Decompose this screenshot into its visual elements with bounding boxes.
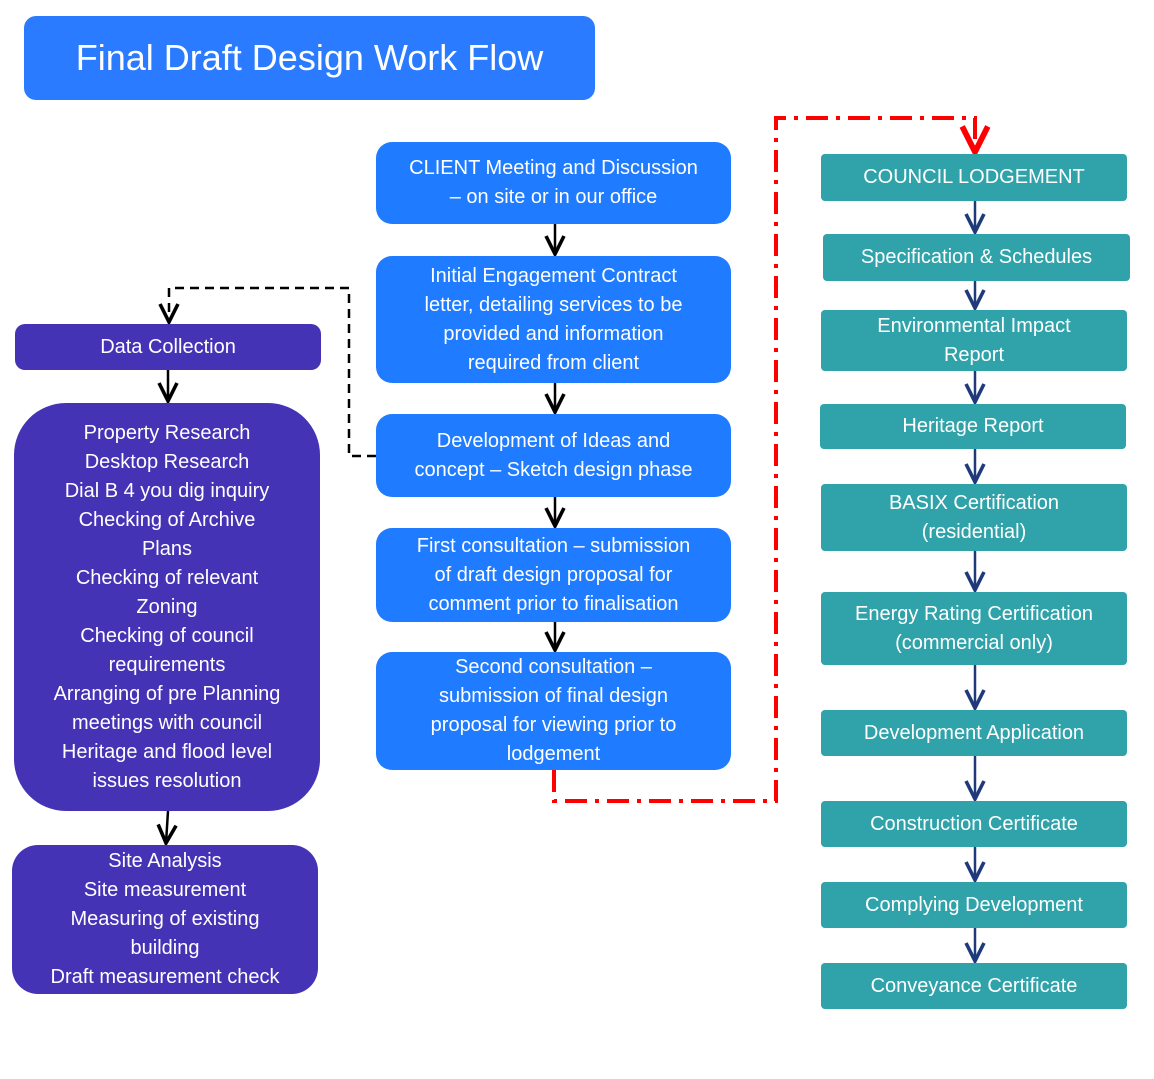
diagram-title: Final Draft Design Work Flow	[24, 16, 595, 100]
left-arrows	[166, 370, 168, 843]
left-step-research-list: Property Research Desktop Research Dial …	[14, 403, 320, 811]
center-step-engagement-contract: Initial Engagement Contract letter, deta…	[376, 256, 731, 383]
right-step-specification-schedules: Specification & Schedules	[823, 234, 1130, 281]
right-step-council-lodgement: COUNCIL LODGEMENT	[821, 154, 1127, 201]
center-step-first-consultation: First consultation – submission of draft…	[376, 528, 731, 622]
center-step-second-consultation: Second consultation – submission of fina…	[376, 652, 731, 770]
diagram-title-text: Final Draft Design Work Flow	[75, 37, 544, 78]
arrow-left-2	[166, 810, 168, 843]
right-step-development-application: Development Application	[821, 710, 1127, 756]
right-step-heritage-report: Heritage Report	[820, 404, 1126, 449]
left-step-site-analysis: Site Analysis Site measurement Measuring…	[12, 845, 318, 994]
right-step-construction-certificate: Construction Certificate	[821, 801, 1127, 847]
left-step-data-collection: Data Collection	[15, 324, 321, 370]
right-step-energy-rating-certification: Energy Rating Certification (commercial …	[821, 592, 1127, 665]
right-step-conveyance-certificate: Conveyance Certificate	[821, 963, 1127, 1009]
right-step-complying-development: Complying Development	[821, 882, 1127, 928]
right-step-basix-certification: BASIX Certification (residential)	[821, 484, 1127, 551]
center-step-development-of-ideas: Development of Ideas and concept – Sketc…	[376, 414, 731, 497]
red-connector-to-council-lodgement	[552, 116, 975, 803]
dashed-connector-to-data-collection	[169, 286, 376, 458]
center-step-client-meeting: CLIENT Meeting and Discussion – on site …	[376, 142, 731, 224]
right-step-environmental-impact-report: Environmental Impact Report	[821, 310, 1127, 371]
